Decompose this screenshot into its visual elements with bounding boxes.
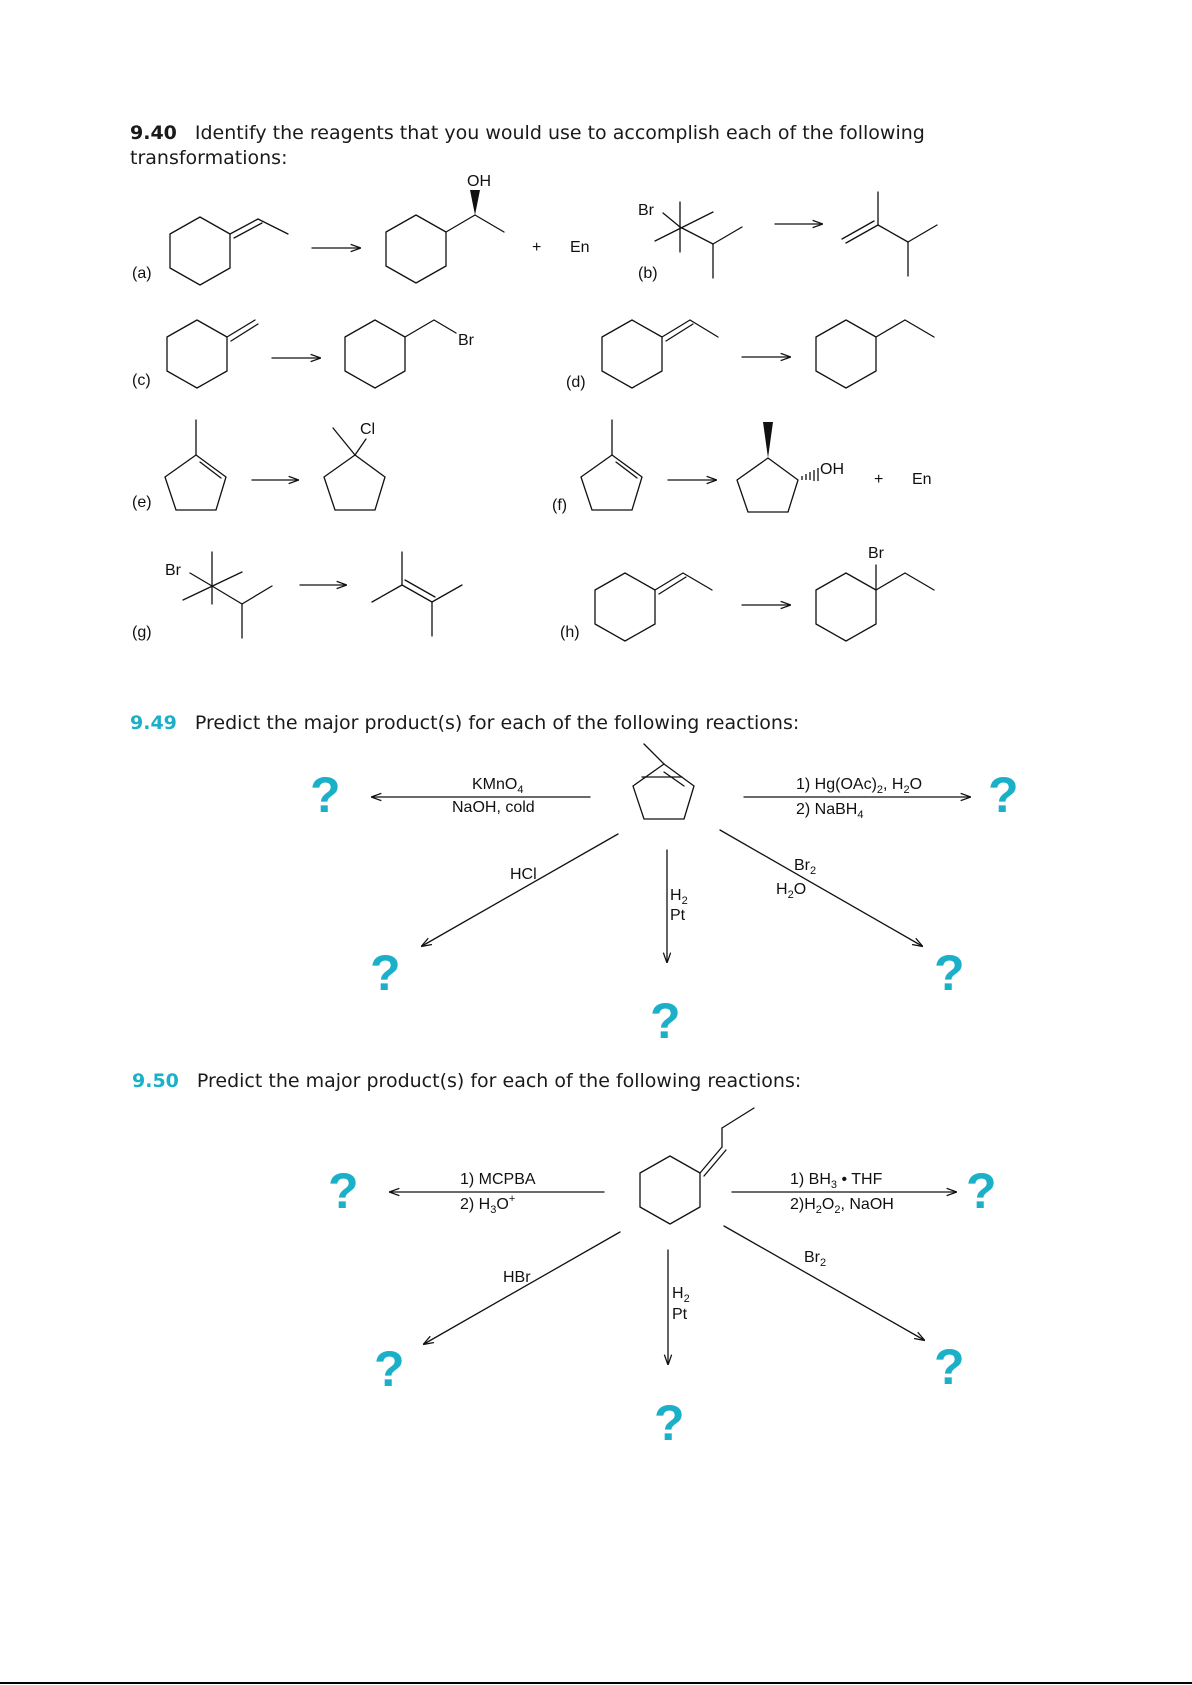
reagent-h3o: 2) H3O+ — [460, 1193, 515, 1216]
label-a: (a) — [132, 265, 152, 282]
answer-placeholder-right: ? — [988, 767, 1019, 823]
reagent-h2: H2 — [670, 887, 688, 907]
cl-label: Cl — [360, 421, 375, 438]
problem-949-header: 9.49 Predict the major product(s) for ea… — [130, 712, 799, 734]
label-h: (h) — [560, 624, 580, 641]
cyclohexane-ring — [815, 572, 877, 642]
reagent-pt: Pt — [670, 907, 686, 924]
answer-placeholder-left: ? — [310, 767, 341, 823]
reaction-h: (h) Br — [560, 545, 935, 642]
reagent-mcpba: 1) MCPBA — [460, 1171, 536, 1188]
answer-placeholder-lower-right: ? — [934, 1339, 965, 1395]
cyclopentene-ring — [164, 454, 227, 511]
reaction-g: (g) Br — [132, 551, 463, 641]
reaction-a: (a) OH + En — [132, 173, 590, 286]
reagent-pt: Pt — [672, 1306, 688, 1323]
cyclohexane-ring — [594, 572, 656, 642]
cyclopentene-ring — [580, 454, 643, 511]
answer-placeholder-lower-right: ? — [934, 945, 965, 1001]
cyclohexane-ring — [385, 214, 447, 284]
reagent-hbr: HBr — [503, 1269, 531, 1286]
br-label: Br — [165, 562, 182, 579]
cyclopentane-ring — [323, 454, 386, 511]
answer-placeholder-bottom: ? — [650, 993, 681, 1049]
arrow-lower-left — [424, 1231, 621, 1344]
reaction-e: (e) Cl — [132, 419, 386, 511]
br-label: Br — [458, 332, 475, 349]
reaction-d: (d) — [566, 319, 935, 391]
arrow-lower-right — [723, 1225, 924, 1340]
wedge-bond — [763, 422, 773, 458]
oh-label: OH — [820, 461, 844, 478]
arrow-lower-right — [719, 829, 922, 946]
label-e: (e) — [132, 494, 152, 511]
answer-placeholder-bottom: ? — [654, 1395, 685, 1451]
reagent-br2: Br2 — [804, 1249, 826, 1269]
reaction-b: (b) Br — [638, 191, 938, 282]
label-g: (g) — [132, 624, 152, 641]
plus-sign: + — [874, 471, 883, 488]
arrow-lower-left — [422, 833, 619, 946]
reagent-h2o: H2O — [776, 881, 806, 901]
cyclopentane-ring — [736, 457, 799, 513]
answer-placeholder-lower-left: ? — [370, 945, 401, 1001]
reaction-c: (c) Br — [132, 319, 475, 389]
plus-sign: + — [532, 239, 541, 256]
reagent-h2: H2 — [672, 1285, 690, 1305]
en-label: En — [912, 471, 932, 488]
reagent-br2: Br2 — [794, 857, 816, 877]
reaction-scheme-949: KMnO4 NaOH, cold ? 1) Hg(OAc)2, H2O 2) N… — [310, 743, 1019, 1049]
problem-940-header-line2: transformations: — [130, 147, 287, 169]
problem-940-header: 9.40 Identify the reagents that you woul… — [130, 122, 925, 144]
cyclohexane-ring — [344, 319, 406, 389]
label-d: (d) — [566, 374, 586, 391]
reagent-bh3-thf: 1) BH3 • THF — [790, 1171, 883, 1191]
en-label: En — [570, 239, 590, 256]
reagent-h2o2-naoh: 2)H2O2, NaOH — [790, 1196, 894, 1216]
answer-placeholder-left: ? — [328, 1163, 359, 1219]
reaction-scheme-950: 1) MCPBA 2) H3O+ ? 1) BH3 • THF 2)H2O2, … — [328, 1107, 997, 1451]
cyclohexane-ring — [169, 216, 231, 286]
reagent-nabh4: 2) NaBH4 — [796, 801, 863, 821]
br-label: Br — [868, 545, 885, 562]
label-c: (c) — [132, 372, 151, 389]
reagent-hg-oac: 1) Hg(OAc)2, H2O — [796, 776, 922, 796]
reagent-naoh-cold: NaOH, cold — [452, 799, 535, 816]
cyclohexane-ring — [639, 1155, 701, 1225]
reaction-f: (f) OH + En — [552, 419, 932, 514]
cyclohexane-ring — [601, 319, 663, 389]
answer-placeholder-right: ? — [966, 1163, 997, 1219]
oh-label: OH — [467, 173, 491, 190]
label-b: (b) — [638, 265, 658, 282]
cyclohexane-ring — [815, 319, 877, 389]
answer-placeholder-lower-left: ? — [374, 1341, 405, 1397]
reagent-kmno4: KMnO4 — [472, 776, 523, 796]
wedge-bond — [470, 190, 480, 215]
reagent-hcl: HCl — [510, 866, 537, 883]
page-bottom-border — [0, 1682, 1192, 1684]
problem-950-header: 9.50 Predict the major product(s) for ea… — [132, 1070, 801, 1092]
hashed-bond — [801, 468, 819, 481]
cyclopentene-ring — [632, 763, 695, 820]
label-f: (f) — [552, 497, 567, 514]
cyclohexane-ring — [166, 319, 228, 389]
br-label: Br — [638, 202, 655, 219]
